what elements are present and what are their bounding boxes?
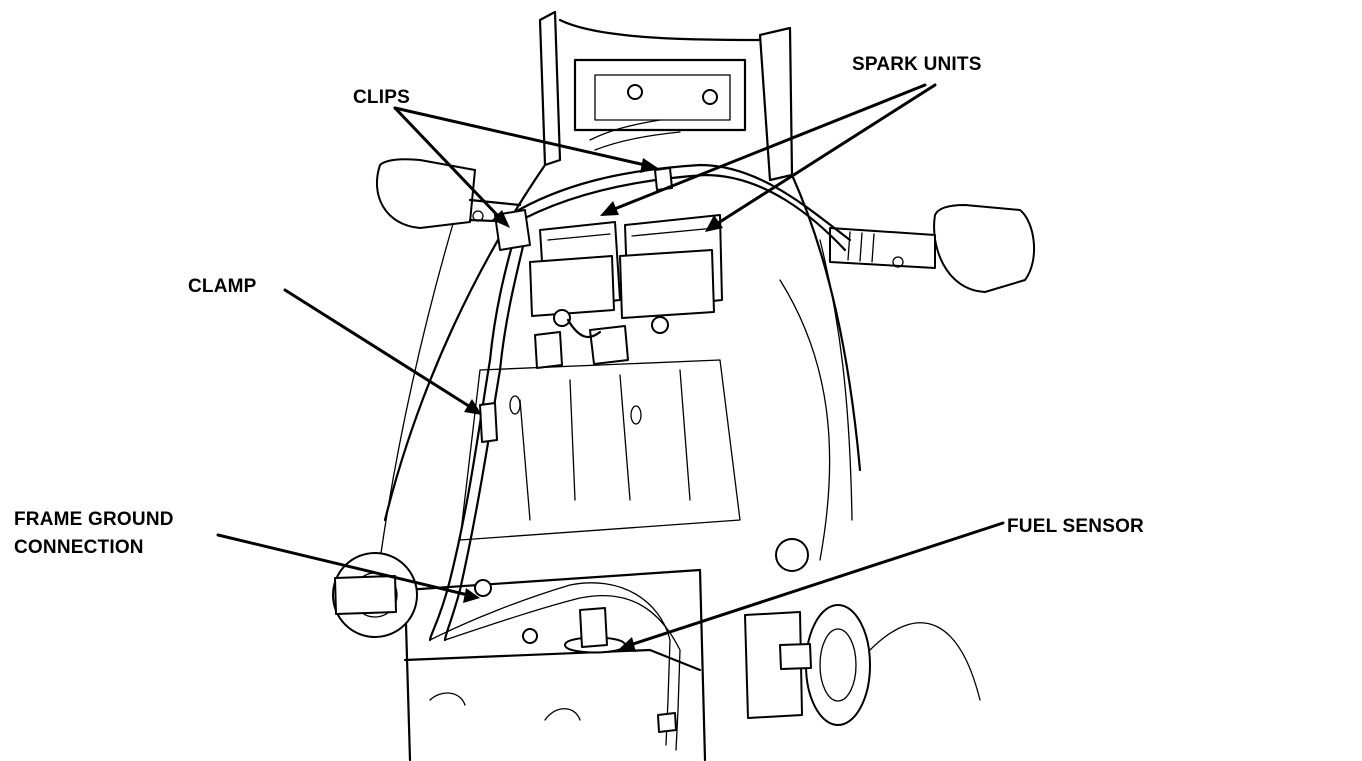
clips-leader-left xyxy=(393,106,502,220)
frame-ground-label-line2: CONNECTION xyxy=(14,537,144,558)
connectors xyxy=(534,309,669,369)
fuel-sensor-label: FUEL SENSOR xyxy=(1007,516,1144,537)
spark-units-leader-right xyxy=(713,83,937,227)
frame-ground-arrowhead xyxy=(463,588,480,603)
right-axle xyxy=(744,279,981,726)
spark-units-label: SPARK UNITS xyxy=(852,54,982,75)
clamp-arrowhead xyxy=(464,399,482,415)
clips-label: CLIPS xyxy=(353,87,410,108)
frame-ground-leader xyxy=(216,533,470,597)
clips-arrowhead-right xyxy=(640,158,658,173)
fuel-tank xyxy=(403,568,707,761)
frame-ground-label-line1: FRAME GROUND xyxy=(14,509,174,530)
spark-units-arrowhead-left xyxy=(600,201,619,216)
left-axle xyxy=(332,552,418,638)
clamp-label: CLAMP xyxy=(188,276,257,297)
fuel-sensor-arrowhead xyxy=(618,637,636,652)
right-turn-signal xyxy=(829,204,1036,293)
spark-units-leader-left xyxy=(610,83,927,212)
spark-units-arrowhead-right xyxy=(705,215,723,232)
floor-panel xyxy=(459,359,741,541)
leader-lines xyxy=(216,83,1005,652)
spark-units xyxy=(529,214,723,319)
left-turn-signal xyxy=(375,158,522,229)
clamp-leader xyxy=(283,288,474,410)
wiring-harness xyxy=(428,119,852,751)
clips-arrowhead-left xyxy=(492,210,510,228)
fuel-sensor-leader xyxy=(628,521,1005,647)
clips-leader-right xyxy=(393,106,647,167)
